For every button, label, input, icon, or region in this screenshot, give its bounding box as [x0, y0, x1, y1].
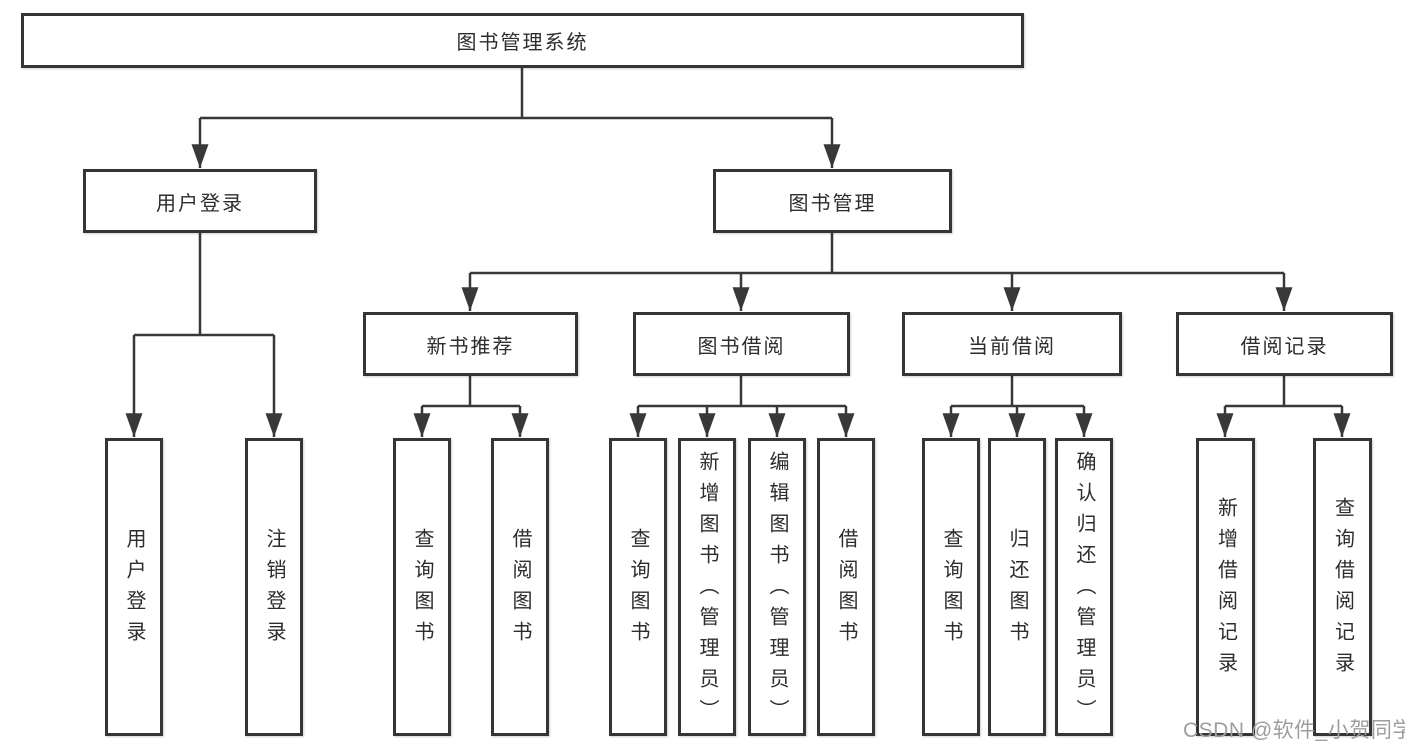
node-current-borrow: 当前借阅: [902, 312, 1122, 376]
leaf-records-query-record: 查询借阅记录: [1313, 438, 1372, 736]
leaf-borrow-query-books: 查询图书: [609, 438, 667, 736]
csdn-watermark: CSDN @软件_小贺同学: [1183, 719, 1405, 742]
leaf-newbook-query-books: 查询图书: [393, 438, 451, 736]
leaf-borrow-borrow-books: 借阅图书: [817, 438, 875, 736]
leaf-borrow-edit-books-admin: 编辑图书（管理员）: [748, 438, 806, 736]
node-book-borrow: 图书借阅: [633, 312, 850, 376]
leaf-borrow-add-books-admin: 新增图书（管理员）: [678, 438, 736, 736]
leaf-current-query-books: 查询图书: [922, 438, 980, 736]
leaf-newbook-borrow-books: 借阅图书: [491, 438, 549, 736]
node-user-login: 用户登录: [83, 169, 317, 233]
node-root-system: 图书管理系统: [21, 13, 1024, 68]
leaf-logout: 注销登录: [245, 438, 303, 736]
leaf-current-return-books: 归还图书: [988, 438, 1046, 736]
leaf-current-confirm-return-admin: 确认归还（管理员）: [1055, 438, 1113, 736]
node-book-management: 图书管理: [713, 169, 952, 233]
node-borrow-records: 借阅记录: [1176, 312, 1393, 376]
leaf-user-login: 用户登录: [105, 438, 163, 736]
leaf-records-add-record: 新增借阅记录: [1196, 438, 1255, 736]
node-new-book-recommend: 新书推荐: [363, 312, 578, 376]
